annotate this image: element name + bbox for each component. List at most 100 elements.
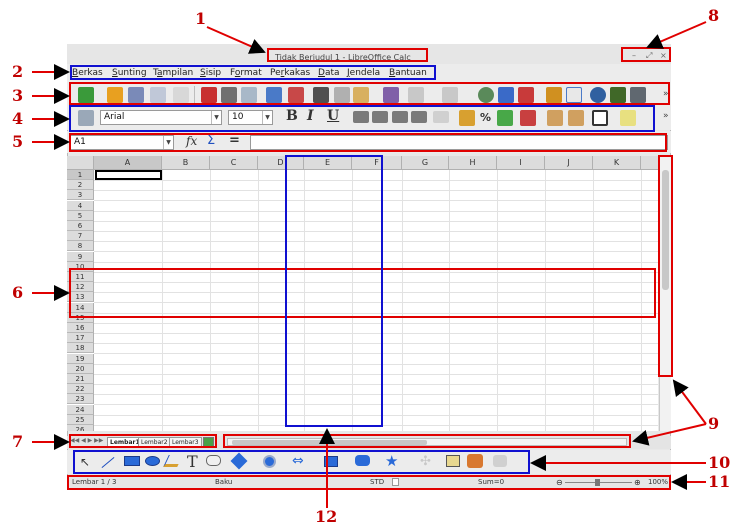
new-document-icon[interactable] [78,87,94,103]
delete-decimal-icon[interactable] [520,110,536,126]
close-button[interactable]: × [660,51,667,60]
export-pdf-icon[interactable] [201,87,217,103]
row-header[interactable]: 23 [67,394,94,405]
row-header[interactable]: 8 [67,241,94,252]
email-icon[interactable] [150,87,166,103]
callouts-shapes-icon[interactable] [355,455,370,466]
menu-sisip[interactable]: Sisip [200,68,222,78]
minimize-button[interactable]: – [632,51,636,60]
column-header[interactable]: H [449,156,497,170]
chevron-down-icon[interactable]: ▼ [262,111,272,124]
formatting-toolbar-overflow[interactable]: » [663,111,669,121]
row-header[interactable]: 1 [67,170,94,180]
menu-berkas[interactable]: Berkas [72,68,103,78]
currency-format-icon[interactable] [459,110,475,126]
row-header[interactable]: 13 [67,292,94,303]
row-header[interactable]: 14 [67,302,94,313]
copy-icon[interactable] [334,87,350,103]
function-button[interactable]: = [229,133,240,148]
function-wizard-button[interactable]: fx [186,134,198,148]
open-folder-icon[interactable] [107,87,123,103]
zoom-in-icon[interactable]: ⊕ [634,478,641,487]
navigator-icon[interactable] [478,87,494,103]
text-tool-icon[interactable]: T [187,452,198,471]
row-header[interactable]: 11 [67,272,94,282]
bold-button[interactable]: B [286,108,298,124]
align-left-icon[interactable] [353,111,369,123]
points-icon[interactable]: ✣ [420,454,431,469]
italic-button[interactable]: I [307,108,314,124]
maximize-button[interactable]: ⤢ [646,51,653,60]
zoom-slider-handle[interactable] [595,479,600,486]
row-header[interactable]: 5 [67,210,94,221]
row-header[interactable]: 7 [67,231,94,242]
row-header[interactable]: 16 [67,323,94,333]
row-header[interactable]: 26 [67,425,94,431]
row-header[interactable]: 21 [67,374,94,384]
row-header[interactable]: 22 [67,384,94,395]
formula-input[interactable] [250,135,668,150]
zoom-level[interactable]: 100% [648,478,669,486]
row-header[interactable]: 18 [67,343,94,354]
add-decimal-icon[interactable] [497,110,513,126]
column-header[interactable]: E [304,156,352,170]
row-header[interactable]: 19 [67,353,94,364]
column-header[interactable]: J [545,156,593,170]
chart-icon[interactable] [546,87,562,103]
standard-toolbar-overflow[interactable]: » [663,89,669,99]
print-preview-icon[interactable] [241,87,257,103]
menu-sunting[interactable]: Sunting [112,68,147,78]
navigator-compass-icon[interactable] [590,87,606,103]
row-header[interactable]: 17 [67,333,94,344]
merge-cells-icon[interactable] [433,111,449,123]
percent-format-icon[interactable]: % [480,111,492,124]
row-header[interactable]: 6 [67,221,94,231]
zoom-out-icon[interactable]: ⊖ [556,478,563,487]
gallery-icon[interactable] [610,87,626,103]
column-header[interactable]: B [162,156,210,170]
column-header[interactable]: K [593,156,641,170]
background-color-icon[interactable] [620,110,636,126]
menu-perkakas[interactable]: Perkakas [270,68,311,78]
underline-button[interactable]: U [327,108,340,124]
stars-icon[interactable]: ★ [385,452,399,470]
chevron-down-icon[interactable]: ▼ [211,111,221,124]
spreadsheet-grid[interactable]: ABCDEFGHIJKL1234567891011121314151617181… [67,156,658,431]
row-header[interactable]: 9 [67,251,94,262]
autospellcheck-icon[interactable] [288,87,304,103]
vertical-scroll-thumb[interactable] [662,170,669,290]
undo-icon[interactable] [408,87,424,103]
align-center-icon[interactable] [372,111,388,123]
symbol-shapes-icon[interactable] [263,455,276,468]
callout-tool-icon[interactable] [206,455,221,466]
column-header[interactable]: G [402,156,449,170]
styles-formatting-icon[interactable] [78,110,94,126]
block-arrows-icon[interactable]: ⇔ [292,453,304,469]
column-header[interactable]: C [210,156,258,170]
row-header[interactable]: 10 [67,261,94,272]
column-header[interactable]: F [352,156,402,170]
menu-tampilan[interactable]: Tampilan [153,68,194,78]
print-icon[interactable] [221,87,237,103]
row-header[interactable]: 2 [67,180,94,191]
row-header[interactable]: 4 [67,200,94,211]
increase-indent-icon[interactable] [568,110,584,126]
column-header[interactable]: A [94,156,162,170]
justify-icon[interactable] [411,111,427,123]
rectangle-tool-icon[interactable] [124,456,140,466]
selection-mode-status[interactable]: STD [370,478,385,486]
clone-formatting-icon[interactable] [383,87,399,103]
row-header[interactable]: 25 [67,414,94,425]
show-draw-functions-icon[interactable] [566,87,582,103]
name-box[interactable]: A1 ▼ [70,135,174,150]
ellipse-tool-icon[interactable] [145,456,160,466]
font-size-combo[interactable]: 10 ▼ [228,110,273,125]
data-sources-icon[interactable] [630,87,646,103]
column-header[interactable]: I [497,156,545,170]
active-cell-cursor[interactable] [95,170,162,180]
sum-button[interactable]: Σ [207,133,216,148]
sort-ascending-icon[interactable] [498,87,514,103]
flowchart-icon[interactable] [324,456,338,467]
paste-icon[interactable] [353,87,369,103]
redo-icon[interactable] [442,87,458,103]
